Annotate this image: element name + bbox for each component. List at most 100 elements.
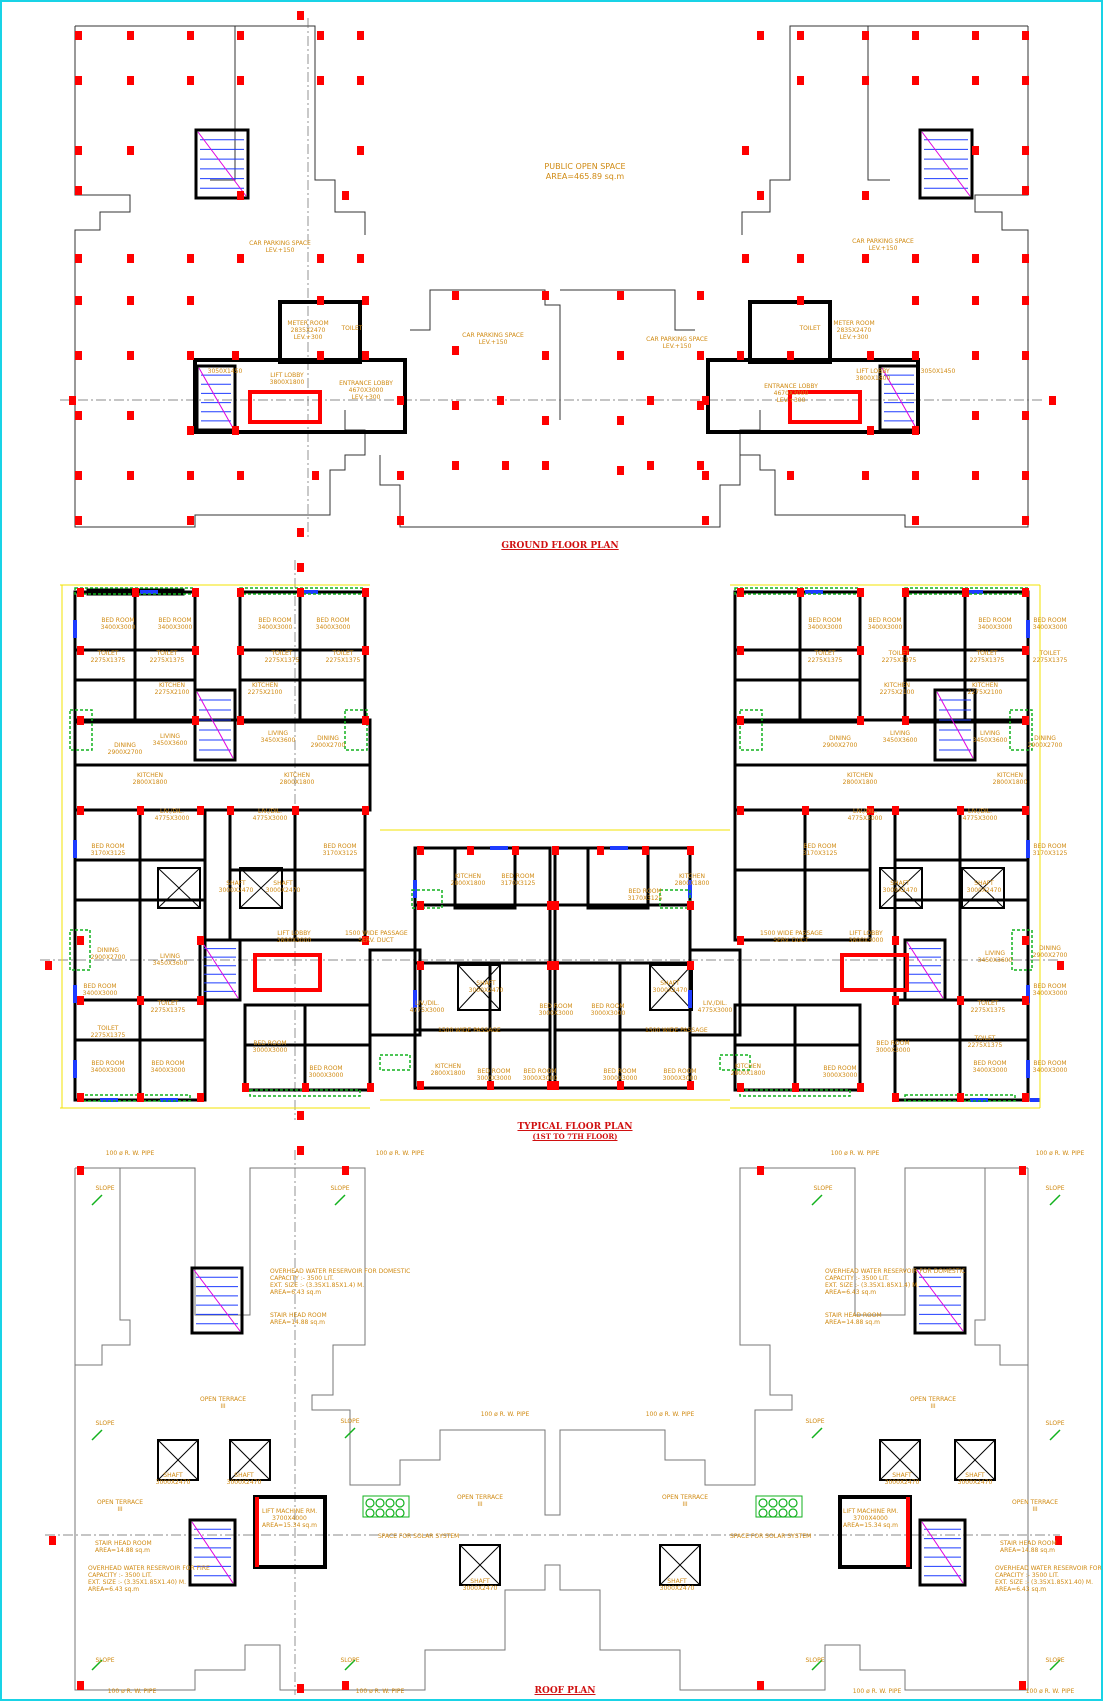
ground-column-91 [972,296,979,305]
ground-column-93 [797,296,804,305]
typical-column-62 [1022,646,1029,655]
typical-column-11 [192,716,199,725]
columns-layer [45,11,1064,1693]
roof-slope-arrow-3 [1049,1194,1061,1206]
roof-pipe-label-1: 100 ø R. W. PIPE [105,1150,155,1157]
roof-left-stair-head [190,1266,244,1335]
ground-column-29 [75,351,82,360]
ground-column-37 [187,426,194,435]
typ-passage-4: 1500 WIDE PASSAGE [645,1027,708,1034]
ground-right-top-outline [741,25,1028,235]
stair-dim-right: 3050X1450 [920,368,956,375]
ground-left-stair [195,364,237,432]
typ-window-7 [1026,1060,1030,1078]
typ-window-2 [73,985,77,1003]
typ-balcony-marker-4 [69,709,93,751]
roof-pipe-marker-2 [757,1166,764,1175]
ground-column-72 [757,31,764,40]
typ-window-19 [160,1098,178,1102]
ground-column-25 [127,296,134,305]
typ-right-stair-top [933,688,977,762]
ground-column-84 [1022,254,1029,263]
axis-marker-0 [297,11,304,20]
typical-column-30 [302,1083,309,1092]
typical-column-43 [417,961,424,970]
roof-solar-cell-left [365,1508,375,1518]
ground-column-109 [787,471,794,480]
typical-column-53 [737,588,744,597]
axis-marker-9 [1057,961,1064,970]
ground-column-41 [127,471,134,480]
roof-right-lift-machine-red [906,1497,910,1567]
typical-column-55 [857,588,864,597]
roof-shaft-5-box [459,1544,501,1586]
ground-column-35 [75,411,82,420]
roof-slope-arrow-10 [811,1659,823,1671]
ground-column-90 [1022,296,1029,305]
roof-slope-2: SLOPE [330,1185,350,1192]
typical-column-5 [362,588,369,597]
axis-marker-1 [297,528,304,537]
shaft-cross-b [157,867,201,909]
typical-column-0 [77,588,84,597]
axis-marker-11 [1055,1536,1062,1545]
shaft-cross-b [659,1544,701,1586]
ground-column-58 [617,291,624,300]
typical-column-27 [137,1093,144,1102]
stair-dim-left: 3050X1450 [207,368,243,375]
roof-slope-6: SLOPE [340,1418,360,1425]
typical-column-79 [892,1093,899,1102]
typ-livdil-5: LIV./DIL.4775X3000 [409,1000,445,1014]
roof-pipe-marker-7 [1019,1681,1026,1690]
ground-column-36 [127,411,134,420]
typical-column-19 [362,806,369,815]
ground-column-48 [397,516,404,525]
ground-column-101 [972,411,979,420]
typ-window-11 [965,590,983,594]
typical-column-36 [597,846,604,855]
stair-arrow [197,131,247,197]
typical-column-45 [552,961,559,970]
ground-right-meter-wall [748,300,832,364]
ground-column-67 [1022,31,1029,40]
ground-column-96 [912,351,919,360]
roof-shaft-4-box [954,1439,996,1481]
roof-plan-title: ROOF PLAN [534,1686,596,1696]
ground-column-87 [862,254,869,263]
typical-column-61 [902,646,909,655]
walls-layer [73,128,1030,1587]
stair-arrow [921,131,971,197]
roof-slope-arrow-4 [91,1429,103,1441]
typ-window-14 [688,880,692,898]
typical-column-71 [957,806,964,815]
typical-column-67 [737,806,744,815]
ground-column-45 [397,471,404,480]
ground-column-76 [862,76,869,85]
ground-column-98 [787,351,794,360]
toilet-right-label: TOILET [799,325,821,332]
ground-right-top-stair [918,128,974,200]
ground-column-17 [342,191,349,200]
typical-column-7 [192,646,199,655]
typical-floor-title-main: TYPICAL FLOOR PLAN [517,1122,633,1132]
ground-column-110 [702,471,709,480]
